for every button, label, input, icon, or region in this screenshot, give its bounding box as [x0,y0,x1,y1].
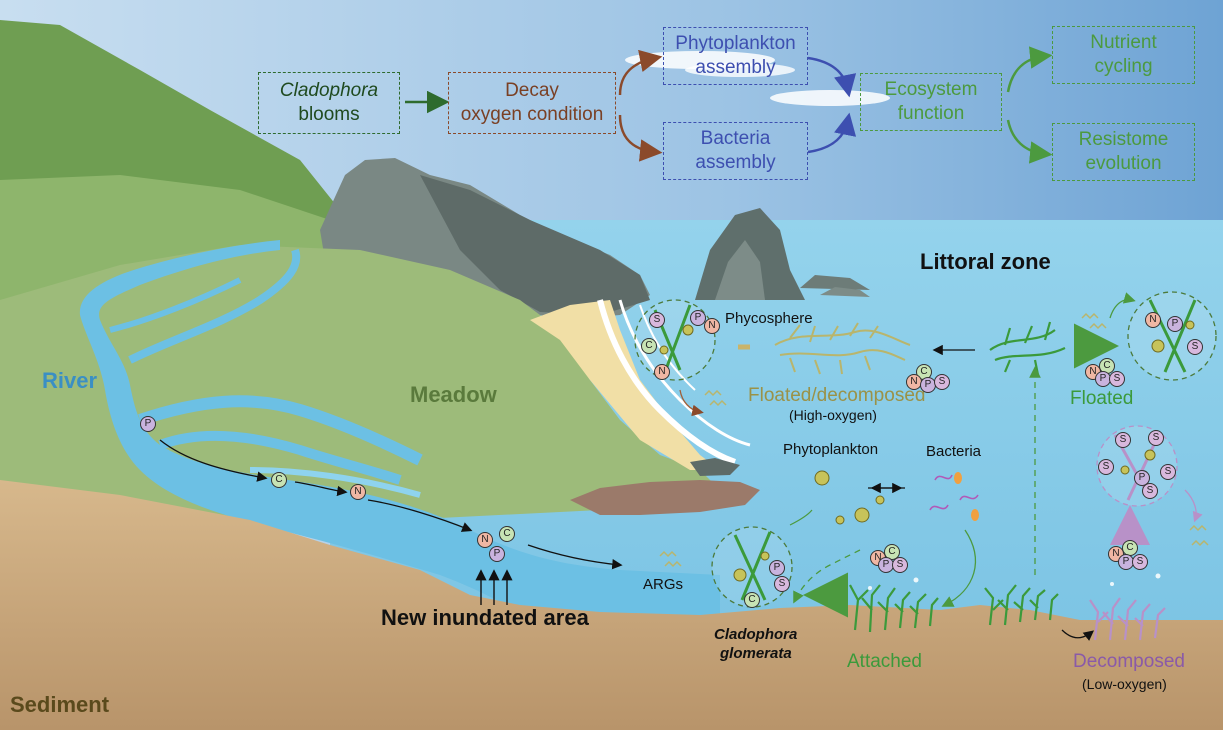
nutrient-c-phycosphere: C [641,338,657,354]
nutrient-n-phycosphere: N [704,318,720,334]
resistome-line2: evolution [1085,153,1162,174]
new-inundated-area-label: New inundated area [381,605,589,630]
nutrient-c-river: C [271,472,287,488]
nutrient-p-river: P [140,416,156,432]
blooms-line2: blooms [298,104,360,125]
nutrient-p-phycosphere: P [690,310,706,326]
nutrient-c-cladophora-inset: C [744,592,760,608]
ecosystem-line2: function [897,103,965,124]
box-resistome-evolution: Resistome evolution [1052,123,1195,181]
blooms-line1: Cladophora [279,80,379,101]
littoral-zone-label: Littoral zone [920,249,1051,274]
box-cladophora-blooms: Cladophora blooms [258,72,400,134]
decay-line1: Decay [505,80,559,101]
nutrient-s-decomposed-inset-1: S [1115,432,1131,448]
nutrient-s-cladophora-inset: S [774,576,790,592]
river-label: River [42,368,98,393]
phycosphere-label: Phycosphere [725,310,813,327]
nutrient-p-attached: P [878,557,894,573]
args-label: ARGs [643,576,684,593]
nutrient-s-decomposed-inset-5: S [1142,483,1158,499]
sediment-label: Sediment [10,692,110,717]
phyto-assembly-line1: Phytoplankton [675,33,796,54]
decomposed-label: Decomposed [1073,651,1185,672]
nutrient-line2: cycling [1094,56,1153,77]
bacteria-assembly-line1: Bacteria [700,128,771,149]
nutrient-p-floated-inset: P [1167,316,1183,332]
attached-label: Attached [847,651,922,672]
nutrient-s-decomposed: S [1132,554,1148,570]
decay-line2: oxygen condition [460,104,604,125]
cladophora-line2-label: glomerata [720,645,792,662]
nutrient-c-mouth: C [499,526,515,542]
nutrient-s-floated-decomposed: S [934,374,950,390]
meadow-label: Meadow [410,382,497,407]
bacteria-assembly-line2: assembly [695,152,776,173]
low-oxygen-label: (Low-oxygen) [1082,676,1167,692]
bacteria-label: Bacteria [926,443,982,460]
phytoplankton-label: Phytoplankton [783,441,879,458]
nutrient-line1: Nutrient [1090,32,1157,53]
box-ecosystem-function: Ecosystem function [860,73,1002,131]
ecosystem-line1: Ecosystem [884,79,978,100]
nutrient-s-decomposed-inset-3: S [1098,459,1114,475]
nutrient-s-floated: S [1109,371,1125,387]
box-nutrient-cycling: Nutrient cycling [1052,26,1195,84]
nutrient-p-cladophora-inset: P [769,560,785,576]
nutrient-p-decomposed-inset: P [1134,470,1150,486]
high-oxygen-label: (High-oxygen) [789,407,877,423]
nutrient-p-mouth: P [489,546,505,562]
nutrient-n-river: N [350,484,366,500]
nutrient-n-phycosphere-2: N [654,364,670,380]
cladophora-line1-label: Cladophora [714,626,798,643]
floated-label: Floated [1070,388,1134,409]
nutrient-n-mouth: N [477,532,493,548]
nutrient-s-phycosphere: S [649,312,665,328]
box-phytoplankton-assembly: Phytoplankton assembly [663,27,808,85]
floated-decomposed-label: Floated/decomposed [748,385,926,406]
nutrient-s-floated-inset: S [1187,339,1203,355]
resistome-line1: Resistome [1078,129,1169,150]
nutrient-s-attached: S [892,557,908,573]
phyto-assembly-line2: assembly [695,57,776,78]
nutrient-s-decomposed-inset-4: S [1160,464,1176,480]
nutrient-s-decomposed-inset-2: S [1148,430,1164,446]
box-bacteria-assembly: Bacteria assembly [663,122,808,180]
box-decay-oxygen: Decay oxygen condition [448,72,616,134]
nutrient-n-floated-inset: N [1145,312,1161,328]
